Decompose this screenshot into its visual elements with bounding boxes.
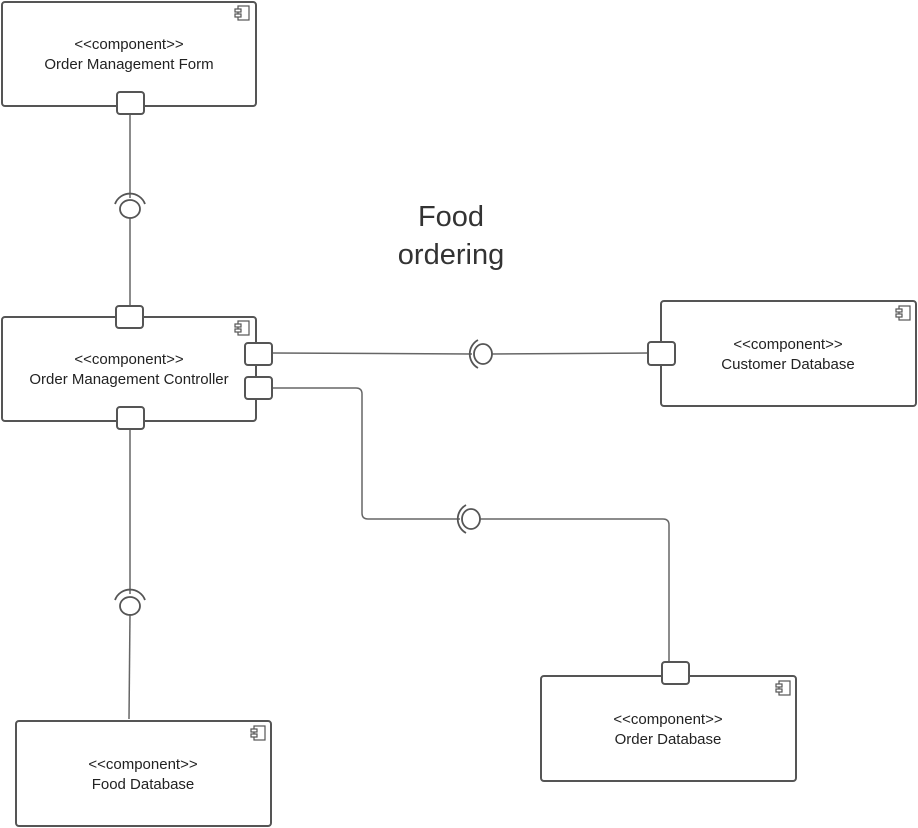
component-box [540,675,797,782]
port-right-upper[interactable] [244,342,273,366]
port-right-lower[interactable] [244,376,273,400]
component-name: Order Database [615,731,722,748]
ball-symbol [119,199,141,219]
component-customer-database[interactable]: <<component>> Customer Database [647,300,917,407]
component-stereotype: <<component>> [74,351,183,368]
component-name: Order Management Form [44,56,213,73]
ball-symbol [119,596,141,616]
component-icon [250,725,266,741]
component-stereotype: <<component>> [88,756,197,773]
socket-symbol [114,588,146,601]
component-icon [234,5,250,21]
port-left[interactable] [647,341,676,366]
ball-symbol [461,508,481,530]
component-icon [234,320,250,336]
socket-symbol [114,192,146,205]
connector-controller-customer-left [271,352,473,355]
component-box [1,1,257,107]
interface-controller-order [456,504,481,534]
port-top[interactable] [115,305,144,329]
component-name: Customer Database [721,356,854,373]
component-food-database[interactable]: <<component>> Food Database [15,720,272,827]
diagram-title-line-1: Food [418,201,484,233]
component-box [660,300,917,407]
port-bottom[interactable] [116,91,145,115]
component-box [1,316,257,422]
component-name: Order Management Controller [29,371,228,388]
component-order-database[interactable]: <<component>> Order Database [540,661,797,782]
ball-symbol [473,343,493,365]
port-top[interactable] [661,661,690,685]
interface-form-controller [114,192,146,219]
component-box [15,720,272,827]
socket-symbol [456,504,467,534]
diagram-title-line-2: ordering [398,239,504,271]
connector-controller-customer-right [491,352,649,355]
connector-controller-food-lower [128,613,131,720]
component-icon [895,305,911,321]
component-order-management-form[interactable]: <<component>> Order Management Form [1,1,257,115]
component-order-management-controller[interactable]: <<component>> Order Management Controlle… [1,305,273,430]
component-stereotype: <<component>> [613,711,722,728]
component-stereotype: <<component>> [733,336,842,353]
interface-controller-food [114,588,146,616]
connector-controller-order-left [272,387,460,520]
component-name: Food Database [92,776,195,793]
socket-symbol [468,339,479,369]
connector-controller-order-right [480,518,670,662]
component-stereotype: <<component>> [74,36,183,53]
component-icon [775,680,791,696]
port-bottom[interactable] [116,406,145,430]
interface-controller-customer [468,339,493,369]
